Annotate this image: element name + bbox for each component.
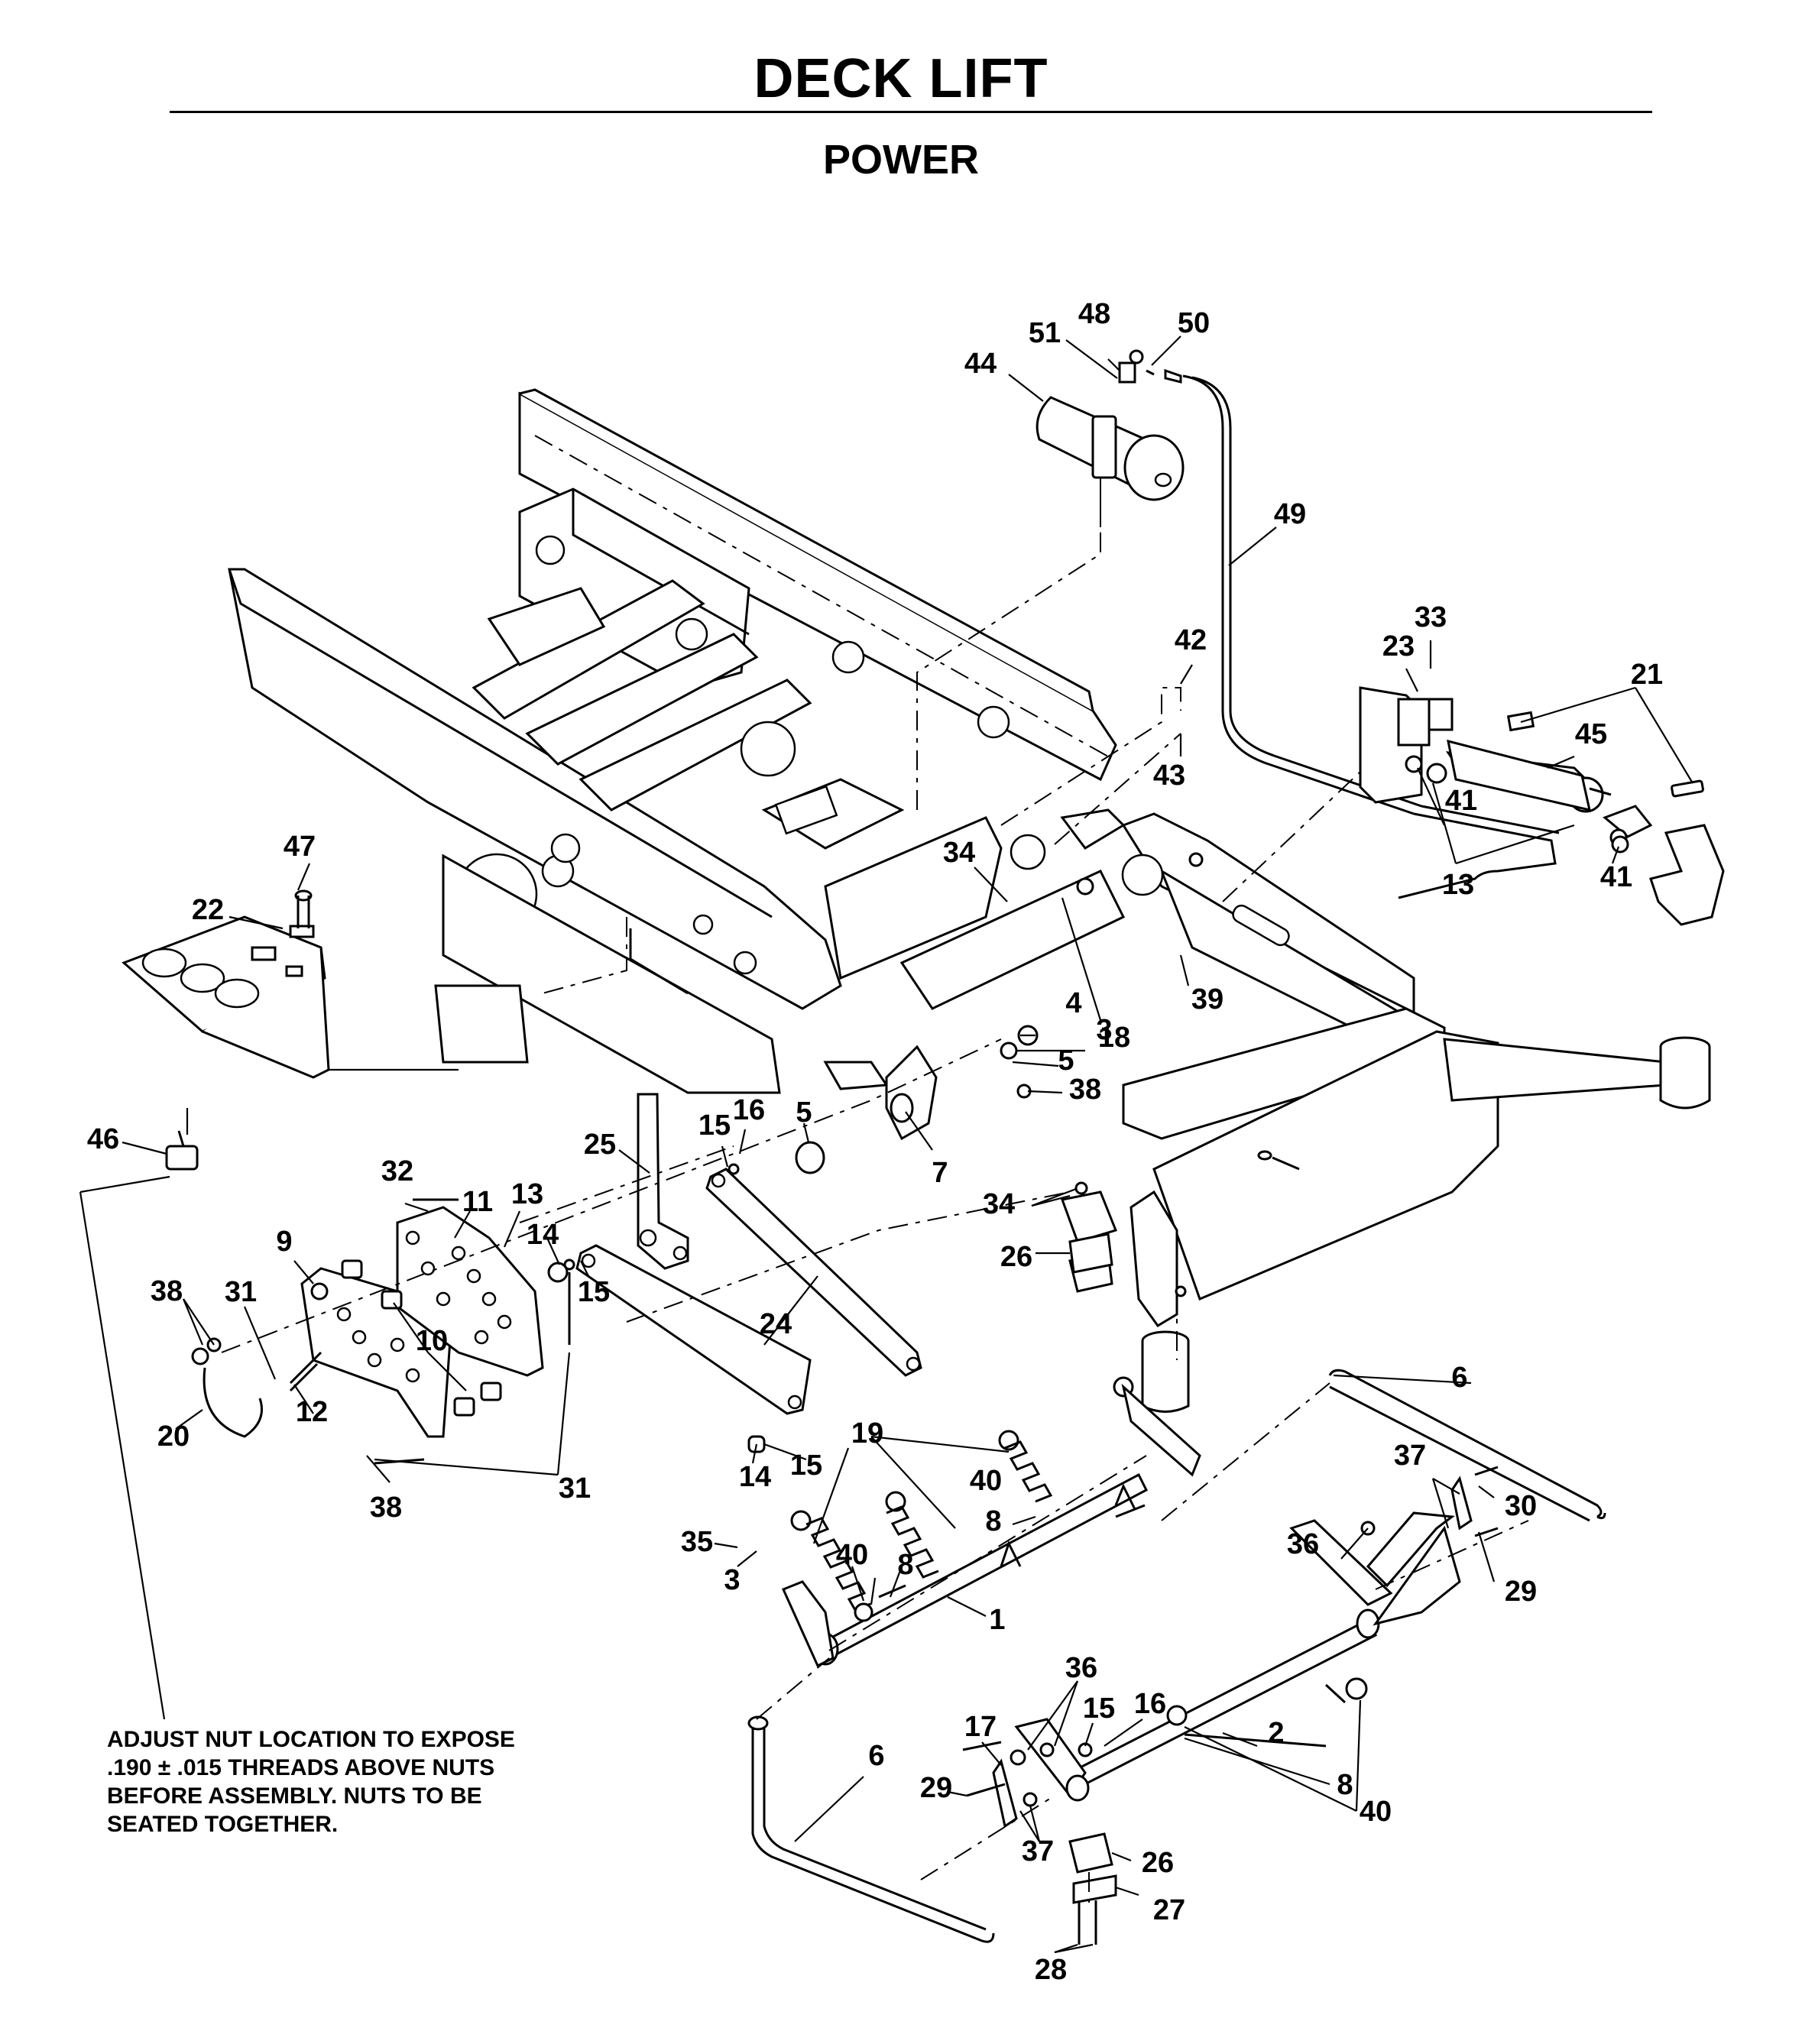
callout-42: 42 [1175,624,1207,656]
lift-links [547,1093,922,1453]
callout-3: 3 [1096,1014,1112,1046]
callout-27: 27 [1153,1894,1185,1926]
callout-1: 1 [989,1604,1005,1636]
assembly-note: ADJUST NUT LOCATION TO EXPOSE .190 ± .01… [107,1725,581,1838]
callout-15: 15 [698,1109,731,1142]
callout-14: 14 [527,1219,559,1251]
callout-22: 22 [192,894,224,926]
callout-46: 46 [87,1123,119,1155]
callout-12: 12 [296,1396,328,1428]
callout-37: 37 [1022,1835,1054,1867]
callout-9: 9 [276,1226,292,1258]
callout-26: 26 [1142,1847,1174,1879]
note-line: .190 ± .015 THREADS ABOVE NUTS [107,1755,495,1780]
callout-29: 29 [920,1772,952,1804]
leader-lines [79,335,1693,1954]
callout-19: 19 [851,1417,883,1450]
callout-28: 28 [1035,1954,1067,1986]
adjust-plates [191,1198,575,1465]
callout-51: 51 [1029,317,1061,349]
callout-31: 31 [559,1472,591,1505]
callout-47: 47 [284,831,316,863]
callout-2: 2 [1268,1717,1284,1749]
lift-shafts [747,1369,1606,1943]
note-line: BEFORE ASSEMBLY. NUTS TO BE [107,1783,482,1809]
callout-41: 41 [1600,861,1632,893]
callout-24: 24 [760,1308,792,1340]
callout-17: 17 [964,1711,997,1743]
callout-16: 16 [733,1094,765,1126]
callout-45: 45 [1575,718,1607,750]
callout-40: 40 [1360,1796,1392,1828]
callout-14: 14 [739,1461,771,1493]
callout-16: 16 [1134,1688,1166,1720]
callout-30: 30 [1505,1490,1537,1522]
note-line: SEATED TOGETHER. [107,1812,339,1837]
callout-10: 10 [416,1325,448,1357]
callout-44: 44 [964,348,997,380]
callout-26: 26 [1000,1241,1032,1273]
callout-13: 13 [511,1178,543,1210]
callouts: 48 51 50 44 49 42 43 33 23 21 45 41 41 1… [87,298,1663,1986]
callout-15: 15 [578,1276,610,1308]
page-title: DECK LIFT [754,48,1048,109]
callout-8: 8 [985,1505,1001,1537]
callout-34: 34 [983,1188,1015,1220]
title-rule [170,111,1652,113]
page-subtitle: POWER [822,137,979,183]
callout-29: 29 [1505,1576,1537,1608]
callout-21: 21 [1631,659,1663,691]
callout-36: 36 [1287,1528,1319,1560]
callout-34: 34 [943,837,975,869]
callout-35: 35 [681,1526,713,1558]
callout-20: 20 [157,1420,190,1453]
callout-3: 3 [724,1564,740,1596]
callout-41: 41 [1445,785,1477,817]
callout-15: 15 [790,1450,822,1482]
callout-40: 40 [970,1465,1002,1497]
callout-43: 43 [1153,760,1185,792]
switch-bracket [122,889,330,1171]
hydraulic-cylinder [1359,686,1725,926]
springs [790,1430,1053,1612]
callout-38: 38 [1069,1074,1101,1106]
callout-40: 40 [836,1539,868,1571]
hose-line [1182,374,1415,815]
hardware [854,755,1629,1945]
callout-23: 23 [1382,630,1415,662]
callout-18: 18 [1098,1022,1130,1054]
callout-13: 13 [1442,869,1474,901]
callout-31: 31 [225,1276,257,1308]
callout-8: 8 [1337,1769,1353,1801]
note-line: ADJUST NUT LOCATION TO EXPOSE [107,1727,515,1752]
callout-4: 4 [1065,987,1081,1019]
callout-15: 15 [1083,1693,1115,1725]
callout-38: 38 [151,1275,183,1307]
assembly-lines [221,435,1529,1903]
callout-49: 49 [1274,498,1306,530]
callout-11: 11 [462,1186,493,1218]
callout-7: 7 [932,1157,948,1189]
callout-32: 32 [381,1155,413,1187]
callout-50: 50 [1178,307,1210,339]
callout-39: 39 [1191,983,1223,1016]
callout-48: 48 [1078,298,1110,330]
callout-5: 5 [1058,1045,1074,1077]
callout-37: 37 [1394,1440,1426,1472]
hydraulic-pump [1036,349,1185,527]
callout-25: 25 [584,1129,616,1161]
callout-38: 38 [370,1492,402,1524]
callout-6: 6 [1451,1362,1467,1394]
callout-36: 36 [1065,1652,1097,1684]
callout-8: 8 [897,1549,913,1581]
callout-5: 5 [796,1097,812,1129]
callout-33: 33 [1415,601,1447,633]
callout-6: 6 [868,1740,884,1772]
